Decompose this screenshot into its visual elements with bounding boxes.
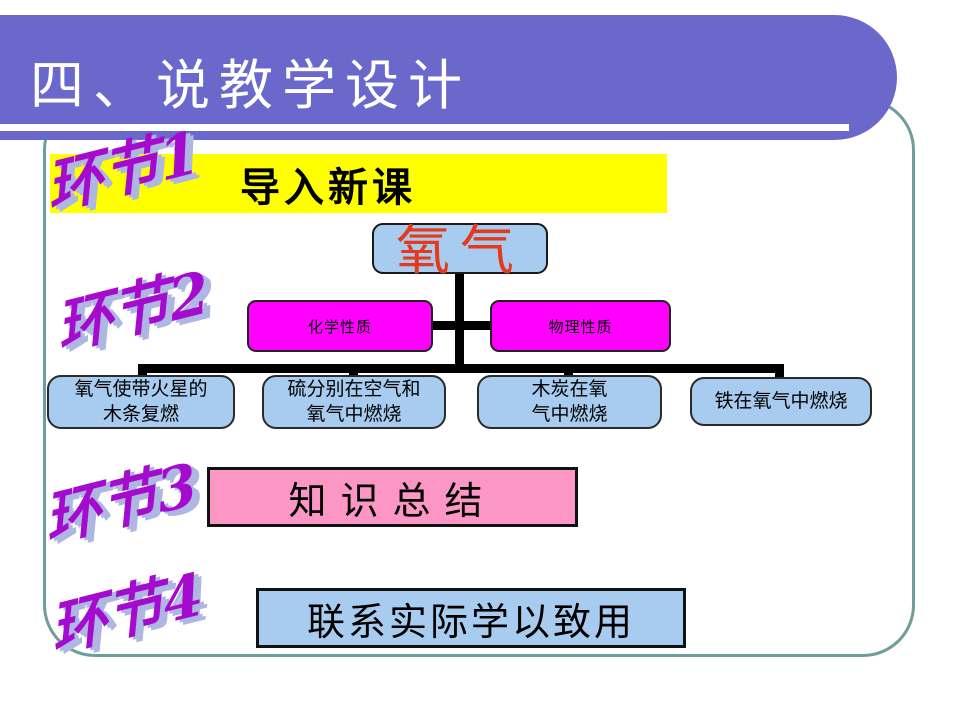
diagram-leaf-iron: 铁在氧气中燃烧 [690, 377, 872, 426]
connector-branch-horizontal [430, 321, 492, 330]
connector-stub-leaf4 [775, 370, 784, 380]
diagram-branch-chemical: 化学性质 [247, 300, 433, 352]
leaf3-line2: 气中燃烧 [531, 403, 608, 425]
diagram-branch-physical: 物理性质 [490, 300, 671, 352]
title-bar: 四、说教学设计 [0, 15, 897, 140]
leaf3-line1: 木炭在氧 [531, 378, 608, 400]
diagram-leaf-charcoal: 木炭在氧 气中燃烧 [477, 375, 662, 429]
practice-application-box: 联系实际学以致用 [256, 588, 686, 648]
knowledge-summary-box: 知识总结 [207, 467, 578, 527]
leaf2-line2: 氧气中燃烧 [306, 403, 402, 425]
diagram-root-oxygen: 氧气 [372, 223, 548, 277]
lesson-intro-banner: 导入新课 [50, 154, 667, 213]
diagram-leaf-sulfur: 硫分别在空气和 氧气中燃烧 [262, 375, 446, 429]
diagram-leaf-wood-splint: 氧气使带火星的 木条复燃 [47, 375, 235, 429]
diagram-root-label: 氧气 [396, 218, 524, 282]
branch-chemical-label: 化学性质 [307, 317, 372, 336]
leaf4-line1: 铁在氧气中燃烧 [714, 390, 848, 412]
knowledge-summary-label: 知识总结 [288, 478, 497, 523]
branch-physical-label: 物理性质 [548, 317, 613, 336]
leaf2-line1: 硫分别在空气和 [287, 378, 421, 400]
leaf1-line2: 木条复燃 [102, 403, 179, 425]
practice-application-label: 联系实际学以致用 [306, 599, 635, 644]
connector-leaves-horizontal [138, 364, 784, 373]
leaf1-line1: 氧气使带火星的 [74, 378, 208, 400]
title-underline [0, 124, 849, 131]
slide-title: 四、说教学设计 [30, 54, 471, 117]
lesson-intro-label: 导入新课 [240, 163, 416, 211]
